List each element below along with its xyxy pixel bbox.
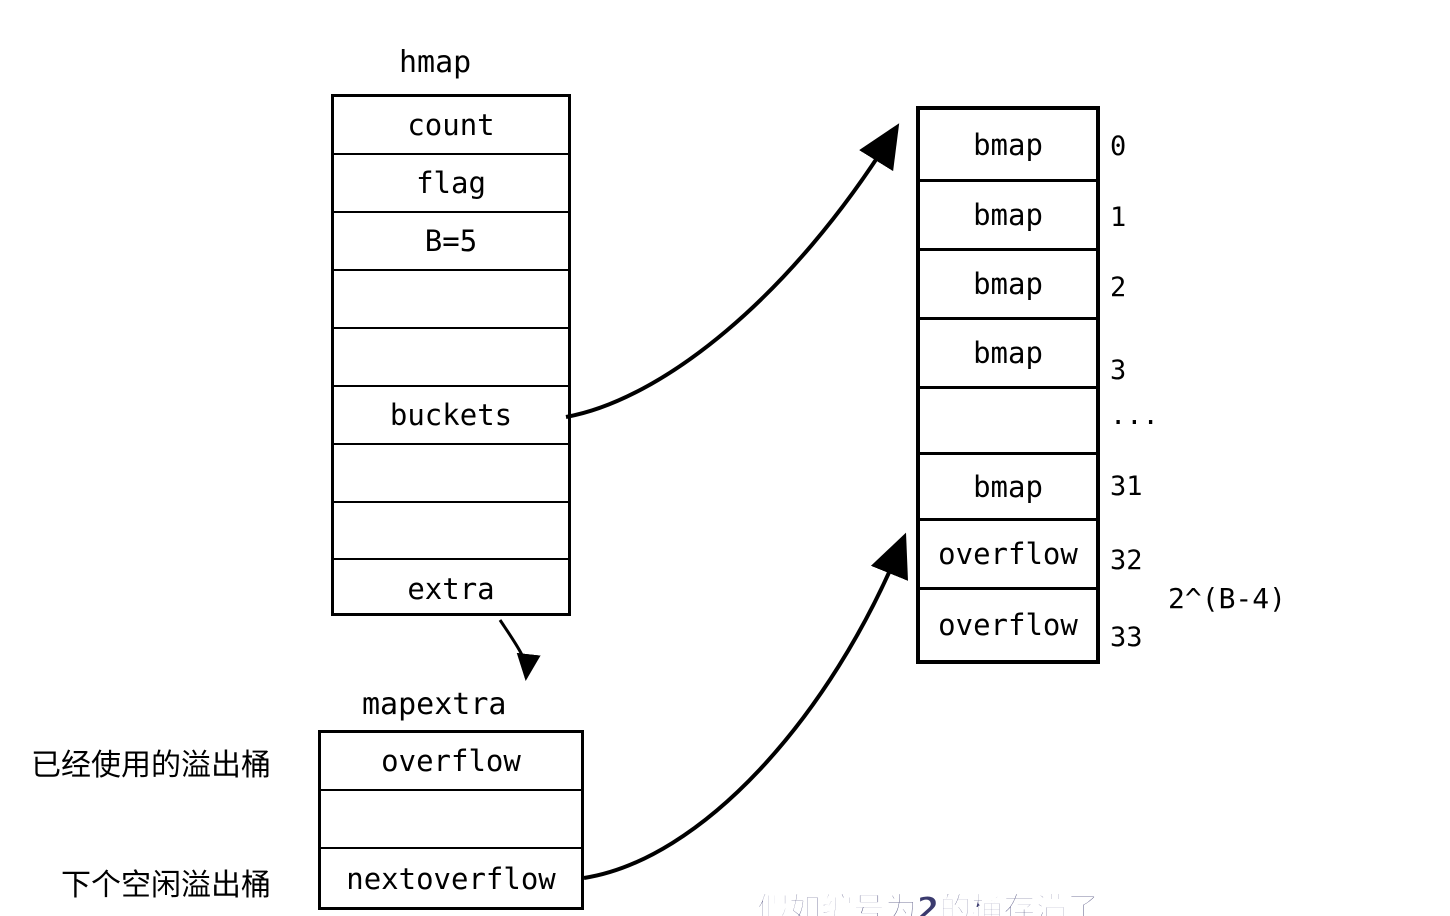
hmap-row-count: count [334,97,568,155]
hmap-row-empty-2 [334,329,568,387]
bucket-index-31: 31 [1110,471,1143,502]
mapextra-row-overflow: overflow [321,733,581,791]
bottom-caption: 假如编号为2的桶存满了 [756,890,1100,916]
mapextra-annotation-nextoverflow: 下个空闲溢出桶 [61,868,271,903]
bucket-index-0: 0 [1110,131,1127,162]
bucket-row-ellipsis [920,389,1096,455]
arrow-extra-to-mapextra [498,619,541,681]
hmap-row-empty-3 [334,445,568,503]
bucket-row-3: bmap [920,320,1096,389]
bucket-index-32: 32 [1110,545,1143,576]
bucket-index-3: 3 [1110,355,1127,386]
hmap-row-flag: flag [334,155,568,213]
bucket-row-33: overflow [938,608,1078,642]
mapextra-struct: overflow nextoverflow [318,730,584,910]
mapextra-title: mapextra [362,687,507,722]
bucket-row-2: bmap [920,251,1096,320]
mapextra-annotation-overflow: 已经使用的溢出桶 [31,748,271,783]
bucket-row-0: bmap [920,110,1096,182]
hmap-title: hmap [399,45,472,80]
hmap-row-b: B=5 [334,213,568,271]
hmap-struct: count flag B=5 buckets extra [331,94,571,616]
bucket-index-1: 1 [1110,202,1127,233]
arrow-nextoverflow-to-bucket [583,532,908,880]
bucket-index-33: 33 [1110,622,1143,653]
bucket-index-ellipsis: ... [1110,400,1159,431]
mapextra-row-nextoverflow: nextoverflow [346,862,556,896]
mapextra-row-empty [321,791,581,849]
bucket-row-32: overflow [920,521,1096,590]
arrow-buckets-to-array [565,123,900,419]
bucket-row-31: bmap [920,455,1096,521]
hmap-row-buckets: buckets [334,387,568,445]
bucket-capacity-note: 2^(B-4) [1168,582,1287,615]
hmap-row-empty-1 [334,271,568,329]
hmap-row-extra: extra [407,571,495,606]
bucket-row-1: bmap [920,182,1096,251]
buckets-array: bmap bmap bmap bmap bmap overflow overfl… [916,106,1100,664]
hmap-row-empty-4 [334,503,568,560]
bucket-index-2: 2 [1110,272,1127,303]
